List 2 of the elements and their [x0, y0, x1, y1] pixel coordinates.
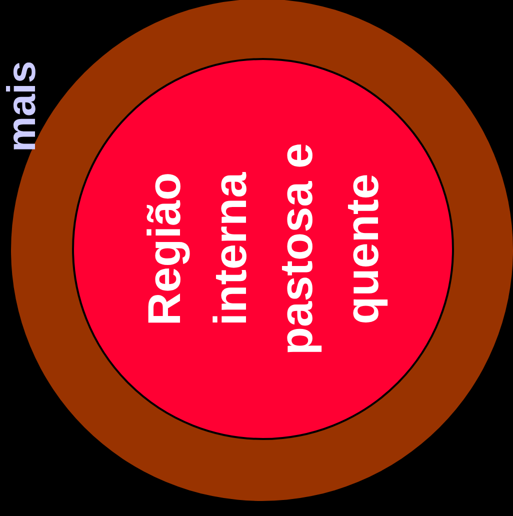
side-label: mais: [0, 60, 45, 152]
region-label: Região interna pastosa e quente: [137, 142, 389, 358]
